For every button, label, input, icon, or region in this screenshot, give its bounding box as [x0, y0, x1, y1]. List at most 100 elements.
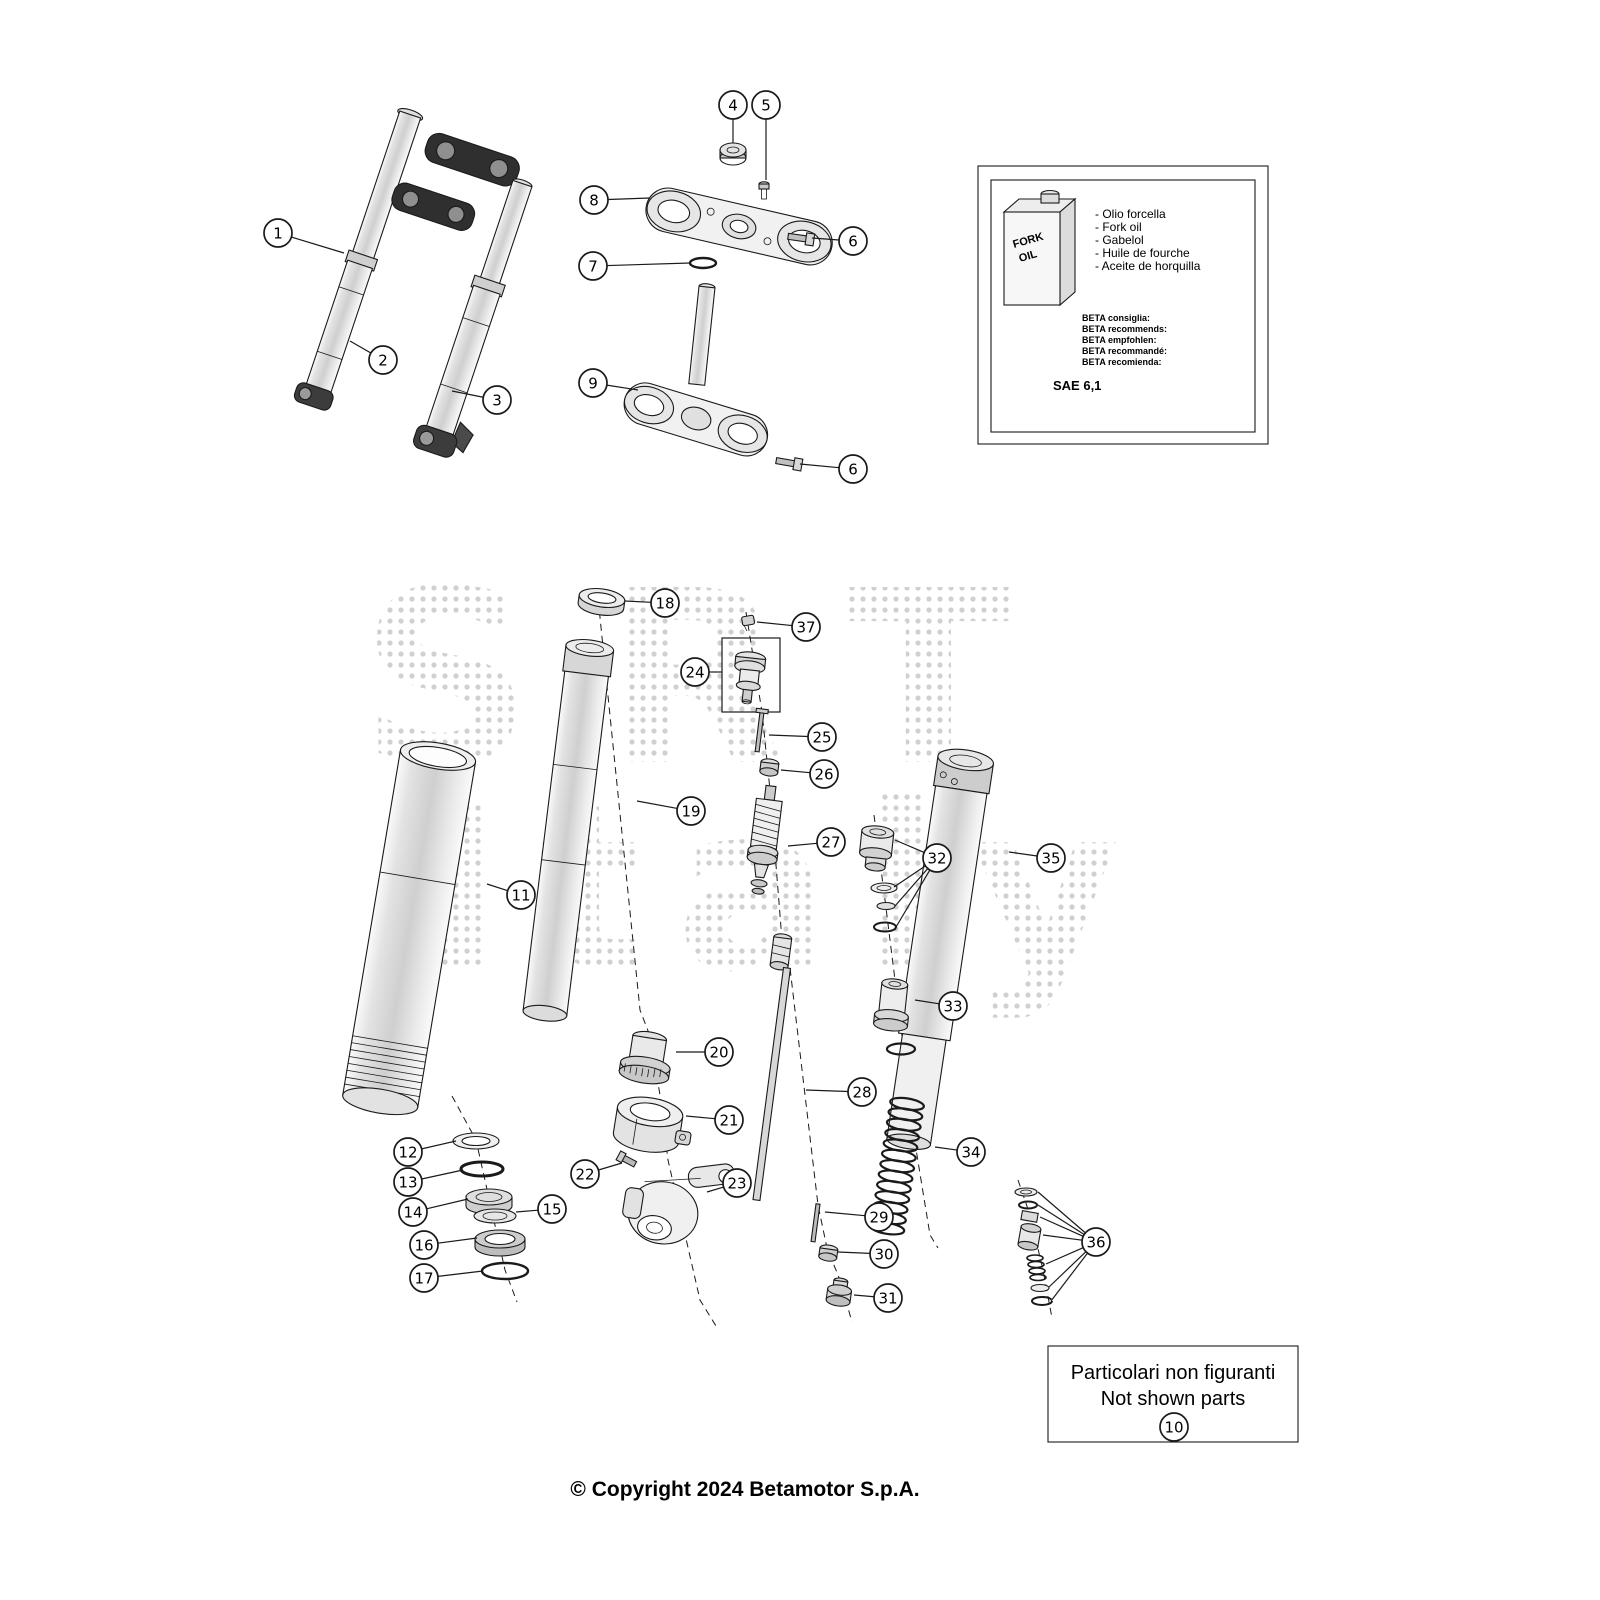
- svg-text:15: 15: [542, 1200, 561, 1218]
- part-15-oil-seal: [473, 1208, 517, 1224]
- part-27-rebound-assembly: [746, 784, 783, 895]
- callout-28-leader: [805, 1089, 849, 1093]
- svg-text:37: 37: [796, 618, 815, 636]
- callout-22-leader: [598, 1162, 623, 1171]
- oil-spec-value: SAE 6,1: [1053, 378, 1101, 393]
- part-34-spring: [869, 1096, 925, 1236]
- beta-recommend-en: BETA recommends:: [1082, 324, 1167, 334]
- svg-text:13: 13: [398, 1173, 417, 1191]
- part-31-adjuster-end: [825, 1277, 853, 1307]
- svg-text:18: 18: [655, 594, 674, 612]
- callout-32-leader: [893, 865, 926, 888]
- pinch-bolt-upper: [787, 232, 816, 247]
- svg-text:27: 27: [821, 833, 840, 851]
- callout-7-leader: [606, 262, 691, 267]
- callout-3: 3: [482, 385, 512, 415]
- part-11-outer-tube: [342, 741, 477, 1116]
- part-36-valve-set: [1014, 1187, 1053, 1306]
- callout-5: 5: [751, 90, 781, 120]
- fork-leg-left-assembled: [293, 108, 424, 411]
- callout-2: 2: [368, 345, 398, 375]
- callout-34: 34: [956, 1137, 986, 1167]
- oil-bottle: FORK OIL: [1002, 189, 1077, 307]
- callout-29: 29: [864, 1202, 894, 1232]
- callout-21: 21: [714, 1105, 744, 1135]
- callout-23-leader: [706, 1186, 724, 1193]
- svg-text:4: 4: [728, 96, 738, 114]
- svg-text:6: 6: [848, 232, 858, 250]
- part-12-washer: [452, 1132, 500, 1150]
- callout-19-leader: [636, 800, 678, 810]
- svg-text:26: 26: [814, 765, 833, 783]
- callout-12-leader: [421, 1140, 457, 1150]
- beta-recommend-de: BETA empfohlen:: [1082, 335, 1157, 345]
- callout-3-leader: [451, 390, 484, 398]
- callout-36: 36: [1081, 1227, 1111, 1257]
- part-20-seal-head: [618, 1030, 671, 1085]
- callout-36-leader: [1037, 1191, 1086, 1234]
- callout-33-leader: [914, 999, 940, 1005]
- callout-2-leader: [349, 340, 372, 354]
- svg-text:2: 2: [378, 351, 388, 369]
- part-33-oring: [885, 1042, 917, 1056]
- part-19-inner-tube: [522, 638, 615, 1022]
- callout-16: 16: [409, 1230, 439, 1260]
- upper-triple-clamp: [645, 187, 833, 266]
- callout-36-leader: [1037, 1204, 1085, 1235]
- callout-6: 6: [838, 226, 868, 256]
- callout-11: 11: [506, 880, 536, 910]
- not-shown-line1: Particolari non figuranti: [1071, 1362, 1276, 1384]
- callout-37-leader: [756, 621, 793, 627]
- callout-4: 4: [718, 90, 748, 120]
- callout-13: 13: [393, 1167, 423, 1197]
- part-30-locknut: [818, 1244, 839, 1262]
- callout-15-leader: [515, 1209, 539, 1213]
- svg-text:5: 5: [761, 96, 771, 114]
- beta-recommend-list: BETA consiglia: BETA recommends: BETA em…: [1082, 313, 1167, 367]
- oil-name-de: - Gabelol: [1095, 233, 1144, 247]
- callout-6: 6: [838, 454, 868, 484]
- part-16-bush: [474, 1229, 526, 1257]
- svg-text:29: 29: [869, 1208, 888, 1226]
- svg-text:28: 28: [852, 1083, 871, 1101]
- callout-17: 17: [409, 1263, 439, 1293]
- callout-8: 8: [579, 185, 609, 215]
- callout-16-leader: [437, 1237, 478, 1244]
- part-26-locknut: [759, 758, 780, 777]
- svg-text:32: 32: [927, 849, 946, 867]
- callout-36-leader: [1042, 1234, 1083, 1241]
- callout-37: 37: [791, 612, 821, 642]
- callout-36-leader: [1045, 1247, 1084, 1265]
- oil-name-list: - Olio forcella - Fork oil - Gabelol - H…: [1095, 207, 1201, 273]
- callout-8-leader: [607, 197, 651, 201]
- callout-10: 10: [1159, 1412, 1189, 1442]
- steering-nut: [719, 142, 747, 166]
- callout-36-leader: [1048, 1251, 1087, 1288]
- part-24-adjuster: [734, 651, 767, 705]
- part-24-adjuster-box: [721, 637, 781, 713]
- svg-text:8: 8: [589, 191, 599, 209]
- svg-text:1: 1: [273, 224, 283, 242]
- callout-1-leader: [291, 236, 345, 254]
- callout-17-leader: [437, 1270, 484, 1277]
- callout-15: 15: [537, 1194, 567, 1224]
- part-32-spring-guide-set: [858, 825, 898, 933]
- callout-32-leader: [894, 868, 929, 907]
- part-22-clamp-bolt: [615, 1150, 638, 1168]
- callout-13-leader: [421, 1169, 464, 1180]
- callout-14: 14: [398, 1197, 428, 1227]
- callout-33: 33: [938, 991, 968, 1021]
- oil-name-fr: - Huile de fourche: [1095, 246, 1190, 260]
- svg-text:33: 33: [943, 997, 962, 1015]
- callout-23: 23: [722, 1168, 752, 1198]
- callout-11-leader: [486, 883, 508, 892]
- copyright-text: © Copyright 2024 Betamotor S.p.A.: [570, 1478, 919, 1501]
- callout-28: 28: [847, 1077, 877, 1107]
- svg-text:16: 16: [414, 1236, 433, 1254]
- svg-text:12: 12: [398, 1143, 417, 1161]
- callout-1: 1: [263, 218, 293, 248]
- callout-32: 32: [922, 843, 952, 873]
- svg-text:34: 34: [961, 1143, 980, 1161]
- svg-text:30: 30: [874, 1245, 893, 1263]
